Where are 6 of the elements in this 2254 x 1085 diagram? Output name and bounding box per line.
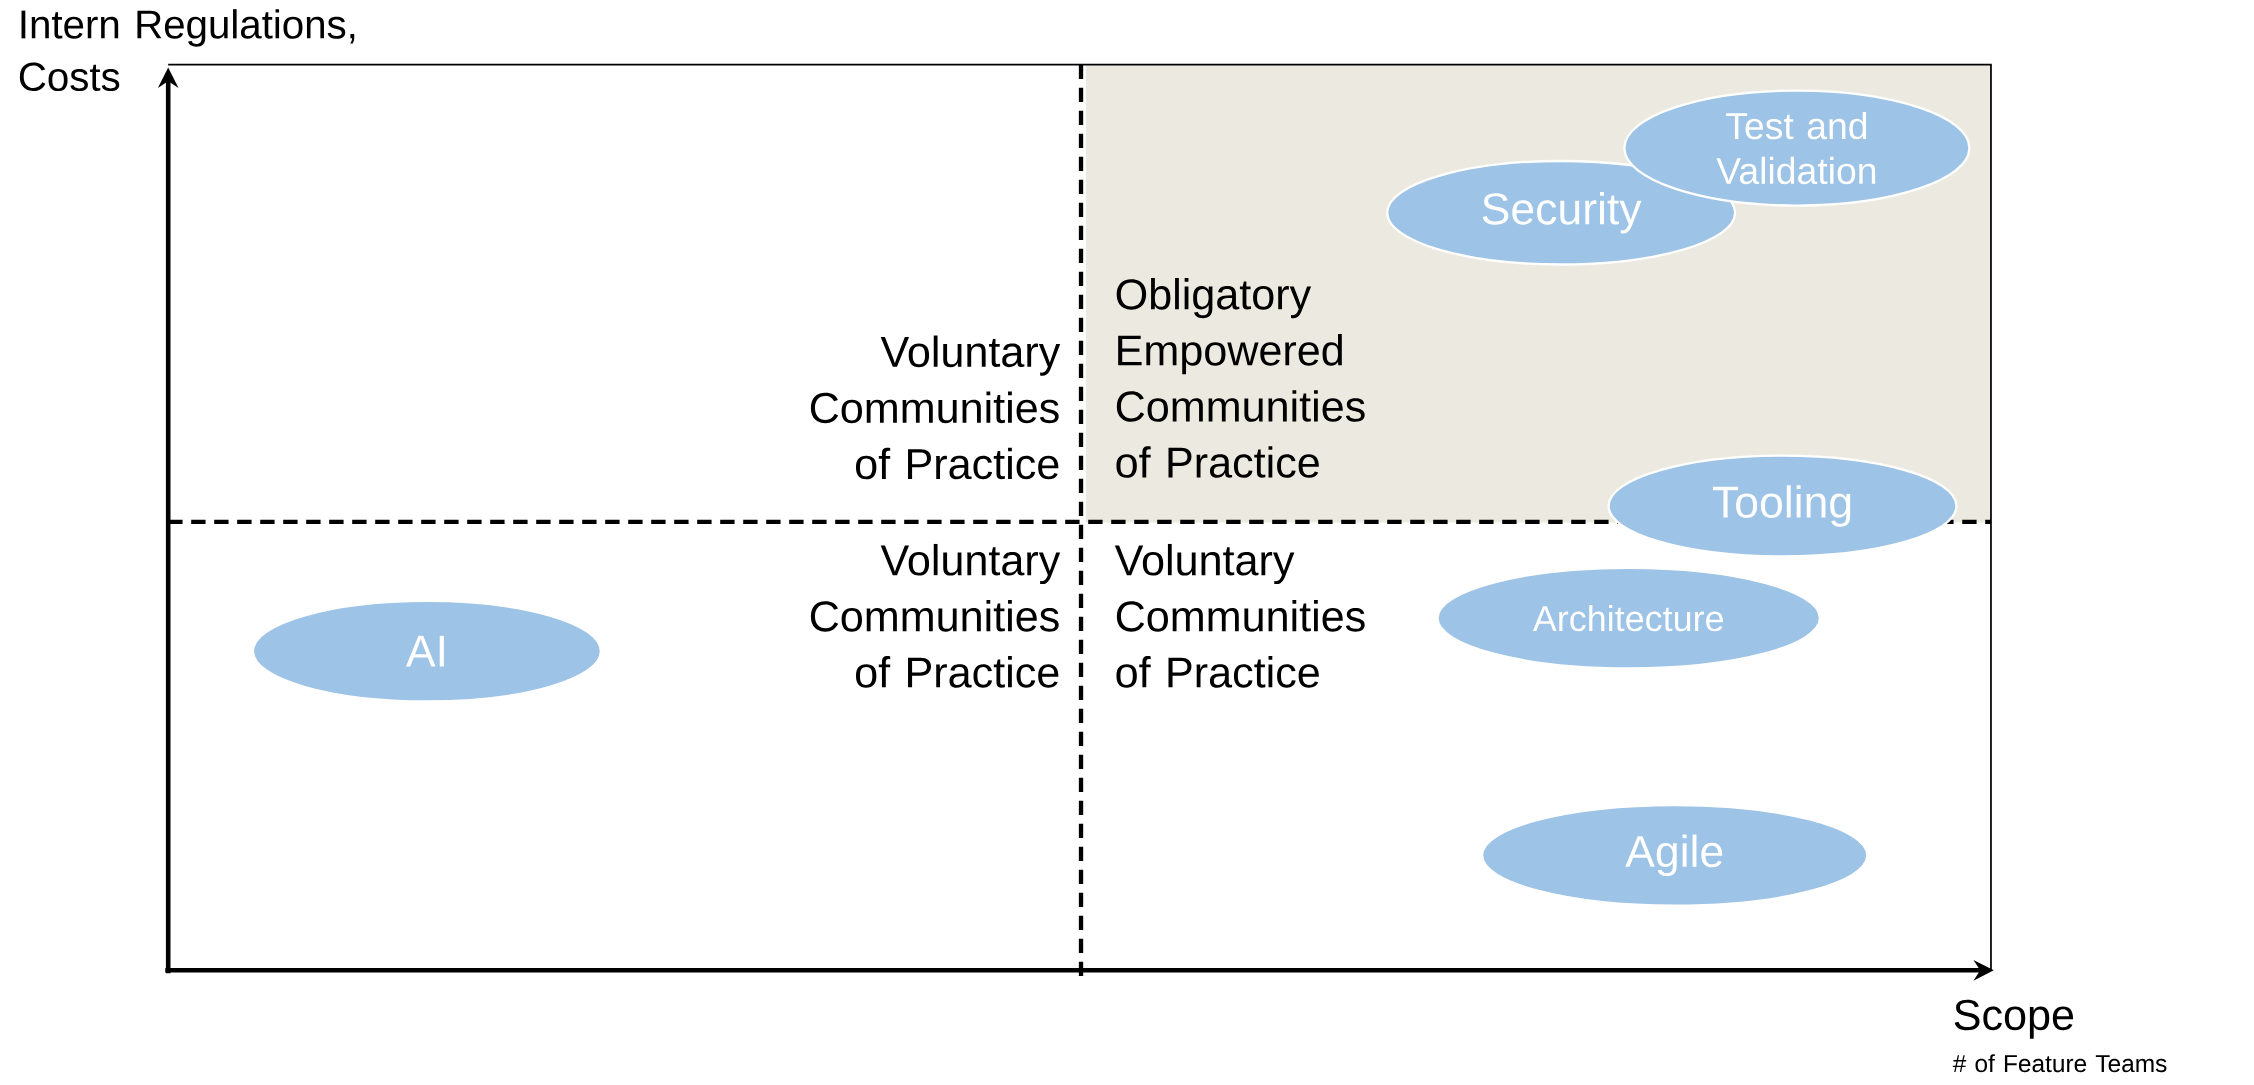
axis-label: # of Feature Teams xyxy=(1952,1054,2167,1072)
quadrant-label: Voluntary Communities of Practice xyxy=(810,543,1061,688)
quadrant-label: Voluntary Communities of Practice xyxy=(1114,543,1365,688)
axis-label: Intern Regulations, Costs xyxy=(19,9,355,91)
quadrant-label: Voluntary Communities of Practice xyxy=(810,335,1061,480)
axis-label: Scope xyxy=(1954,999,2074,1039)
